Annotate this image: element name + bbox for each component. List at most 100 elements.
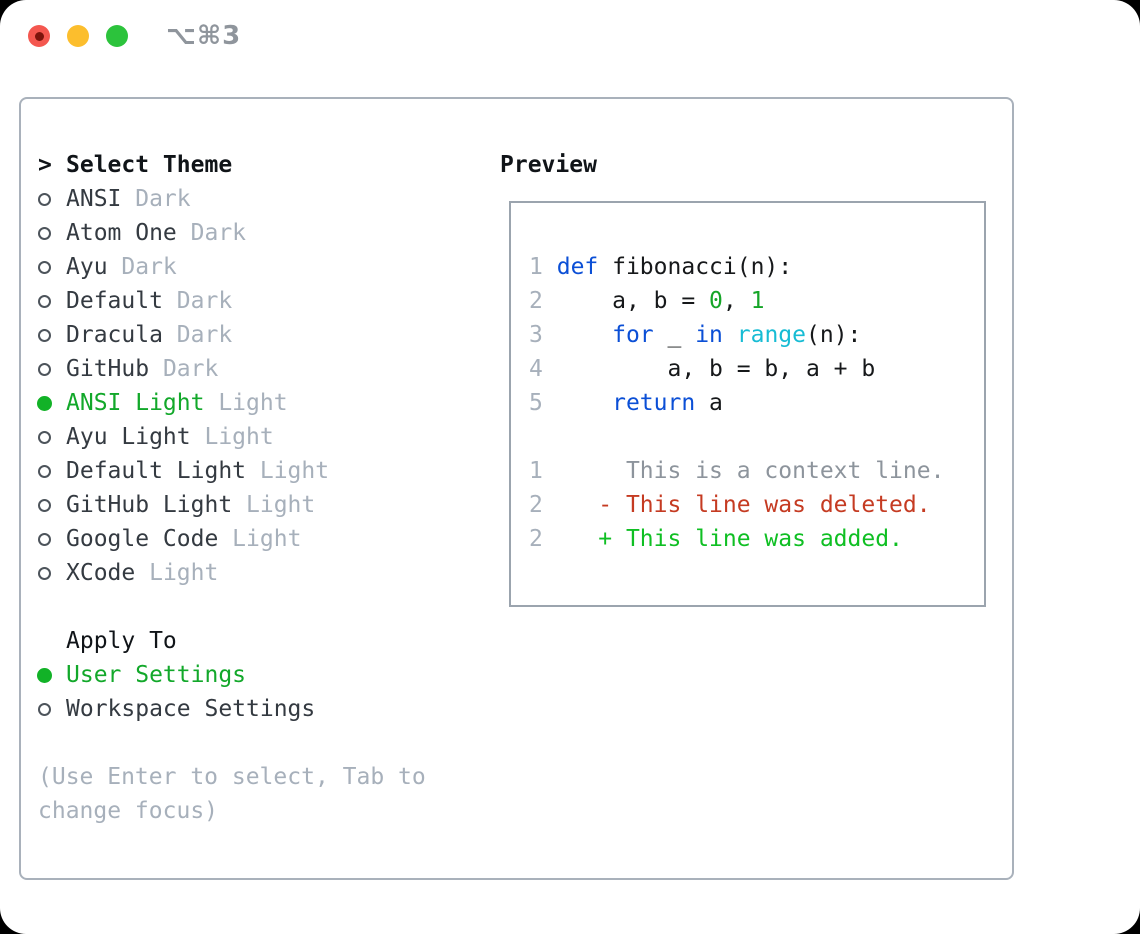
code-token: (n): bbox=[806, 322, 862, 348]
theme-option[interactable]: XCode Light bbox=[38, 556, 488, 590]
apply-option-label: Workspace Settings bbox=[66, 696, 316, 722]
apply-to-header: Apply To bbox=[38, 624, 488, 658]
radio-icon bbox=[38, 566, 66, 580]
theme-name: Atom One bbox=[66, 220, 177, 246]
theme-variant: Dark bbox=[107, 254, 177, 280]
radio-dot-icon bbox=[37, 667, 52, 683]
zoom-button[interactable] bbox=[106, 25, 128, 47]
radio-icon bbox=[38, 362, 66, 376]
radio-dot-icon bbox=[38, 702, 51, 716]
theme-variant: Light bbox=[204, 390, 288, 416]
line-number: 4 bbox=[529, 356, 543, 382]
theme-name: GitHub Light bbox=[66, 492, 233, 518]
theme-name: Ayu bbox=[66, 254, 108, 280]
line-number: 2 bbox=[529, 288, 543, 314]
close-button[interactable] bbox=[28, 25, 50, 47]
diff-line-add: 2 + This line was added. bbox=[529, 522, 984, 556]
code-line: 4 a, b = b, a + b bbox=[529, 352, 984, 386]
line-number: 2 bbox=[529, 526, 543, 552]
code-token: return bbox=[612, 390, 696, 416]
theme-option[interactable]: Google Code Light bbox=[38, 522, 488, 556]
radio-dot-icon bbox=[38, 464, 51, 478]
theme-name: Default bbox=[66, 288, 163, 314]
theme-variant: Dark bbox=[121, 186, 191, 212]
titlebar: ⌥⌘3 bbox=[28, 21, 241, 51]
theme-name: ANSI bbox=[66, 186, 122, 212]
code-token: def bbox=[556, 254, 599, 280]
theme-variant: Dark bbox=[176, 220, 247, 246]
diff-gutter-space bbox=[543, 454, 598, 488]
theme-option[interactable]: Dracula Dark bbox=[38, 318, 488, 352]
radio-icon bbox=[38, 702, 66, 716]
diff-gutter-space bbox=[543, 522, 598, 556]
diff-marker bbox=[598, 454, 612, 488]
radio-dot-icon bbox=[38, 226, 51, 240]
theme-option[interactable]: Default Light Light bbox=[38, 454, 488, 488]
line-number: 2 bbox=[529, 492, 543, 518]
radio-icon bbox=[38, 464, 66, 478]
radio-dot-icon bbox=[38, 532, 51, 546]
radio-icon bbox=[38, 192, 66, 206]
help-text-line: change focus) bbox=[38, 798, 219, 824]
selected-radio-icon bbox=[37, 667, 66, 683]
select-theme-title: Select Theme bbox=[66, 152, 233, 178]
apply-option[interactable]: Workspace Settings bbox=[38, 692, 488, 726]
diff-line-ctx: 1 This is a context line. bbox=[529, 454, 984, 488]
diff-text: This line was added. bbox=[612, 526, 903, 552]
radio-dot-icon bbox=[38, 362, 51, 376]
minimize-button[interactable] bbox=[67, 25, 89, 47]
theme-option[interactable]: ANSI Dark bbox=[38, 182, 488, 216]
code-token: a, b = bbox=[556, 288, 710, 314]
theme-variant: Light bbox=[232, 492, 316, 518]
preview-header: Preview bbox=[500, 152, 597, 178]
code-token: a bbox=[695, 390, 723, 416]
theme-variant: Dark bbox=[162, 288, 233, 314]
theme-variant: Light bbox=[190, 424, 274, 450]
line-number: 1 bbox=[529, 458, 543, 484]
code-token: 1 bbox=[750, 288, 765, 314]
apply-to-title: Apply To bbox=[66, 628, 177, 654]
line-number: 1 bbox=[529, 254, 543, 280]
theme-option[interactable]: Ayu Dark bbox=[38, 250, 488, 284]
apply-option-label: User Settings bbox=[66, 662, 247, 688]
code-token: for bbox=[612, 322, 654, 348]
code-space bbox=[543, 386, 557, 420]
code-token: a, b = b, a + b bbox=[556, 356, 876, 382]
line-number: 5 bbox=[529, 390, 543, 416]
spacer bbox=[529, 420, 984, 454]
code-space bbox=[543, 250, 557, 284]
help-text-line: (Use Enter to select, Tab to bbox=[38, 764, 426, 790]
code-token bbox=[723, 318, 737, 352]
radio-icon bbox=[38, 532, 66, 546]
code-token: range bbox=[736, 322, 807, 348]
theme-name: XCode bbox=[66, 560, 136, 586]
line-number: 3 bbox=[529, 322, 543, 348]
code-line: 1 def fibonacci(n): bbox=[529, 250, 984, 284]
radio-dot-icon bbox=[38, 192, 51, 206]
theme-option[interactable]: Atom One Dark bbox=[38, 216, 488, 250]
theme-name: GitHub bbox=[66, 356, 150, 382]
code-token: in bbox=[695, 322, 723, 348]
theme-option[interactable]: GitHub Light Light bbox=[38, 488, 488, 522]
code-token bbox=[557, 386, 612, 420]
apply-option[interactable]: User Settings bbox=[37, 658, 488, 692]
theme-option[interactable]: Default Dark bbox=[38, 284, 488, 318]
radio-dot-icon bbox=[38, 328, 51, 342]
theme-variant: Dark bbox=[162, 322, 233, 348]
diff-text: This line was deleted. bbox=[612, 492, 931, 518]
code-token: , bbox=[722, 288, 751, 314]
close-dot-icon bbox=[34, 31, 44, 41]
code-line: 2 a, b = 0, 1 bbox=[529, 284, 984, 318]
theme-option[interactable]: GitHub Dark bbox=[38, 352, 488, 386]
theme-option[interactable]: ANSI Light Light bbox=[37, 386, 488, 420]
theme-option[interactable]: Ayu Light Light bbox=[38, 420, 488, 454]
radio-dot-icon bbox=[38, 498, 51, 512]
theme-name: Ayu Light bbox=[66, 424, 191, 450]
theme-variant: Light bbox=[218, 526, 302, 552]
radio-icon bbox=[38, 498, 66, 512]
radio-dot-icon bbox=[38, 260, 51, 274]
